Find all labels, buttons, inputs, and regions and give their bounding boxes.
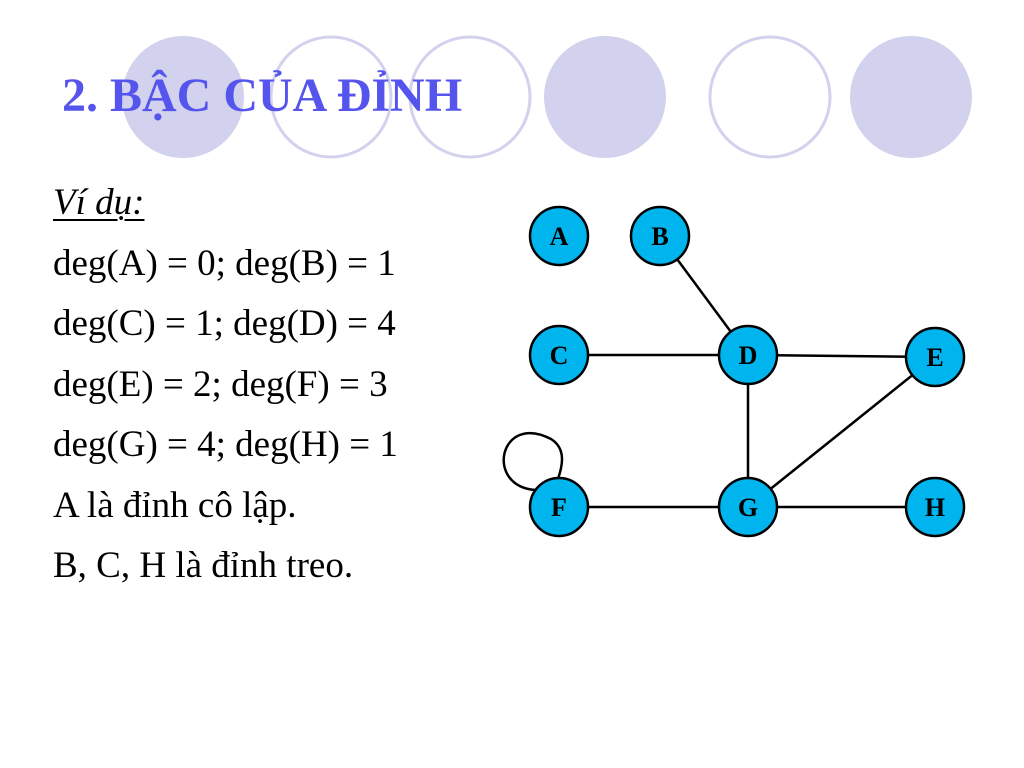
degree-line-a-b: deg(A) = 0; deg(B) = 1 <box>53 242 396 284</box>
example-label: Ví dụ: <box>53 182 145 223</box>
deco-circle-filled-2 <box>544 36 666 158</box>
node-circle-H <box>904 476 966 538</box>
node-circle-C <box>528 324 590 386</box>
slide-title: 2. BẬC CỦA ĐỈNH <box>62 69 463 122</box>
node-circle-F <box>528 476 590 538</box>
node-E: E <box>904 326 966 388</box>
pendant-vertex-note: B, C, H là đỉnh treo. <box>53 545 354 586</box>
node-H: H <box>904 476 966 538</box>
node-label-D: D <box>739 341 758 370</box>
edge-D-E <box>747 353 936 359</box>
node-G: G <box>717 476 779 538</box>
node-circle-D <box>717 324 779 386</box>
node-F: F <box>528 476 590 538</box>
slide-body: Ví dụ: deg(A) = 0; deg(B) = 1 deg(C) = 1… <box>53 173 513 597</box>
node-A: A <box>528 205 590 267</box>
node-circle-G <box>717 476 779 538</box>
degree-line-c-d: deg(C) = 1; deg(D) = 4 <box>53 303 396 344</box>
edge-F-F-loop <box>502 431 564 492</box>
node-C: C <box>528 324 590 386</box>
node-B: B <box>629 205 691 267</box>
node-D: D <box>717 324 779 386</box>
deco-circle-outline-2 <box>408 35 532 159</box>
node-label-G: G <box>738 493 758 522</box>
deco-circle-outline-1 <box>269 35 393 159</box>
example-label-line: Ví dụ: <box>53 173 513 234</box>
node-circle-B <box>629 205 691 267</box>
node-label-A: A <box>550 222 569 251</box>
node-label-C: C <box>550 341 569 370</box>
node-label-F: F <box>551 493 567 522</box>
graph-nodes: A B C D E F G H <box>528 205 966 538</box>
node-circle-A <box>528 205 590 267</box>
node-label-B: B <box>651 222 668 251</box>
isolated-vertex-note: A là đỉnh cô lập. <box>53 484 297 526</box>
node-label-H: H <box>925 493 945 522</box>
deco-circle-outline-3 <box>708 35 832 159</box>
node-label-E: E <box>926 343 943 372</box>
deco-circle-filled-3 <box>850 36 972 158</box>
degree-line-g-h: deg(G) = 4; deg(H) = 1 <box>53 424 398 465</box>
edge-E-G <box>747 356 936 508</box>
node-circle-E <box>904 326 966 388</box>
degree-line-e-f: deg(E) = 2; deg(F) = 3 <box>53 363 388 405</box>
deco-circle-filled-1 <box>122 36 244 158</box>
